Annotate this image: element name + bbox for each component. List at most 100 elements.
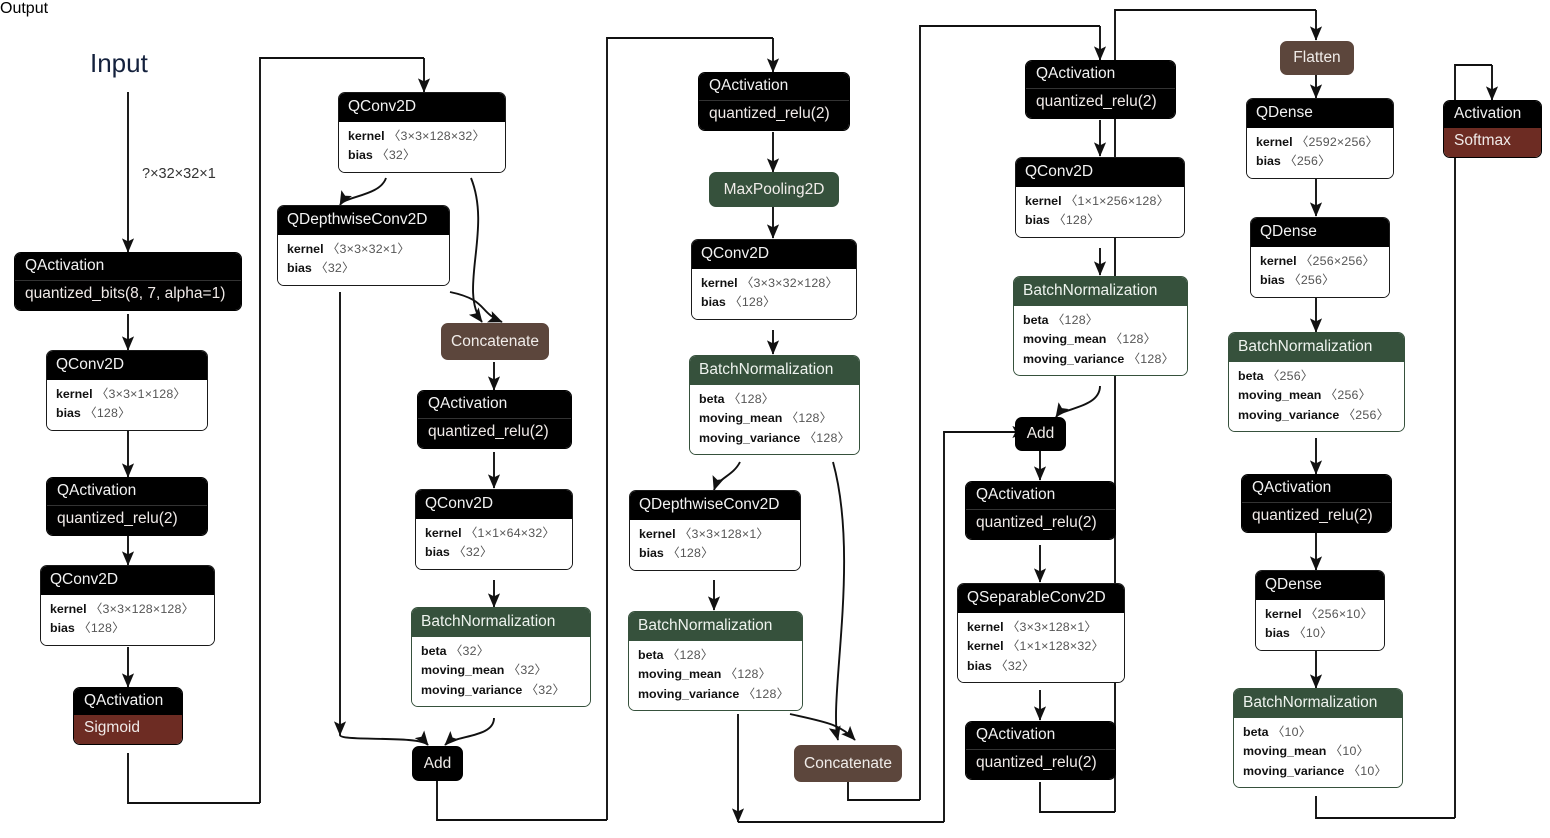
node-qactivation-relu-6[interactable]: QActivation quantized_relu(2) [965,721,1116,780]
param-name: bias [1260,273,1285,288]
node-subtype: Sigmoid [74,715,182,744]
node-qseparableconv2d[interactable]: QSeparableConv2D kernel 〈3×3×128×1〉 kern… [957,583,1125,683]
node-header: QActivation [418,391,571,419]
node-qactivation-quantized-bits[interactable]: QActivation quantized_bits(8, 7, alpha=1… [14,252,242,311]
param-name: moving_mean [1238,388,1322,403]
node-header: QDepthwiseConv2D [630,491,800,521]
param-row: kernel 〈256×10〉 [1265,605,1375,624]
param-name: beta [1238,369,1264,384]
node-batchnormalization-3[interactable]: BatchNormalization beta 〈128〉 moving_mea… [628,611,803,711]
param-name: bias [425,545,450,560]
node-header: QActivation [74,688,182,716]
node-qdepthwiseconv2d-1[interactable]: QDepthwiseConv2D kernel 〈3×3×32×1〉 bias … [277,205,450,286]
node-batchnormalization-6[interactable]: BatchNormalization beta 〈10〉 moving_mean… [1233,688,1403,788]
node-subtype: Softmax [1444,128,1541,157]
node-flatten[interactable]: Flatten [1280,41,1354,75]
param-row: kernel 〈3×3×128×128〉 [50,600,205,619]
node-batchnormalization-2[interactable]: BatchNormalization beta 〈128〉 moving_mea… [689,355,860,455]
param-name: bias [1256,154,1281,169]
param-row: moving_mean 〈128〉 [699,409,850,428]
param-dim: 〈128〉 [1127,351,1175,366]
param-row: bias 〈128〉 [701,293,847,312]
param-name: bias [639,546,664,561]
node-params: kernel 〈256×256〉 bias 〈256〉 [1251,247,1389,297]
param-dim: 〈128〉 [729,295,776,310]
node-subtype: quantized_relu(2) [1242,502,1391,532]
node-header: QDepthwiseConv2D [278,206,449,236]
node-maxpooling2d[interactable]: MaxPooling2D [709,172,839,207]
node-qactivation-relu-7[interactable]: QActivation quantized_relu(2) [1241,474,1392,533]
node-qconv2d-5[interactable]: QConv2D kernel 〈3×3×32×128〉 bias 〈128〉 [691,239,857,320]
param-dim: 〈3×3×128×32〉 [387,129,486,144]
param-dim: 〈2592×256〉 [1295,135,1379,150]
node-qdense-2[interactable]: QDense kernel 〈256×256〉 bias 〈256〉 [1250,217,1390,298]
param-name: moving_variance [1238,407,1340,422]
node-activation-softmax[interactable]: Activation Softmax [1443,100,1542,158]
param-name: moving_mean [638,667,722,682]
node-header: BatchNormalization [690,356,859,386]
node-qdense-1[interactable]: QDense kernel 〈2592×256〉 bias 〈256〉 [1246,98,1394,179]
node-add-1[interactable]: Add [412,746,463,781]
param-name: bias [56,406,81,421]
param-row: kernel 〈1×1×128×32〉 [967,637,1115,656]
node-qdense-3[interactable]: QDense kernel 〈256×10〉 bias 〈10〉 [1255,570,1385,651]
node-header: QDense [1251,218,1389,248]
param-row: kernel 〈1×1×256×128〉 [1025,192,1175,211]
param-name: kernel [425,526,462,541]
param-name: beta [699,392,725,407]
param-row: moving_variance 〈128〉 [699,429,850,448]
param-dim: 〈3×3×32×128〉 [740,276,839,291]
param-name: kernel [56,387,93,402]
node-qactivation-relu-3[interactable]: QActivation quantized_relu(2) [698,72,850,131]
node-batchnormalization-4[interactable]: BatchNormalization beta 〈128〉 moving_mea… [1013,276,1188,376]
param-row: moving_mean 〈256〉 [1238,386,1395,405]
param-row: beta 〈128〉 [638,646,793,665]
node-subtype: quantized_relu(2) [966,509,1115,539]
param-dim: 〈256〉 [1342,407,1390,422]
param-row: bias 〈32〉 [425,543,563,562]
node-qactivation-relu-2[interactable]: QActivation quantized_relu(2) [417,390,572,449]
node-batchnormalization-1[interactable]: BatchNormalization beta 〈32〉 moving_mean… [411,607,591,707]
param-dim: 〈32〉 [453,545,493,560]
node-qconv2d-3[interactable]: QConv2D kernel 〈3×3×128×32〉 bias 〈32〉 [338,92,506,173]
param-dim: 〈256〉 [1266,369,1314,384]
param-name: bias [967,658,992,673]
node-subtype: quantized_relu(2) [1026,88,1175,118]
node-qactivation-relu-5[interactable]: QActivation quantized_relu(2) [965,481,1116,540]
node-qconv2d-1[interactable]: QConv2D kernel 〈3×3×1×128〉 bias 〈128〉 [46,350,208,431]
node-params: kernel 〈3×3×32×128〉 bias 〈128〉 [692,269,856,319]
param-name: moving_variance [638,686,740,701]
param-dim: 〈3×3×1×128〉 [95,387,187,402]
param-row: kernel 〈3×3×32×1〉 [287,240,440,259]
param-dim: 〈128〉 [1051,313,1099,328]
node-params: kernel 〈3×3×128×1〉 bias 〈128〉 [630,520,800,570]
param-dim: 〈32〉 [507,663,548,678]
param-row: beta 〈32〉 [421,642,581,661]
node-header: QActivation [1026,61,1175,89]
node-concatenate-2[interactable]: Concatenate [794,745,902,782]
node-qconv2d-6[interactable]: QConv2D kernel 〈1×1×256×128〉 bias 〈128〉 [1015,157,1185,238]
node-params: kernel 〈1×1×64×32〉 bias 〈32〉 [416,519,572,569]
param-dim: 〈256〉 [1284,154,1331,169]
param-name: beta [1243,725,1269,740]
node-add-2[interactable]: Add [1015,417,1066,451]
node-params: kernel 〈1×1×256×128〉 bias 〈128〉 [1016,187,1184,237]
param-name: kernel [1025,194,1062,209]
node-concatenate-1[interactable]: Concatenate [441,323,549,360]
node-params: kernel 〈3×3×128×1〉 kernel 〈1×1×128×32〉 b… [958,613,1124,682]
node-qactivation-sigmoid[interactable]: QActivation Sigmoid [73,687,183,745]
node-batchnormalization-5[interactable]: BatchNormalization beta 〈256〉 moving_mea… [1228,332,1405,432]
node-qconv2d-2[interactable]: QConv2D kernel 〈3×3×128×128〉 bias 〈128〉 [40,565,215,646]
node-params: beta 〈128〉 moving_mean 〈128〉 moving_vari… [629,641,802,710]
node-header: QActivation [1242,475,1391,503]
param-row: bias 〈32〉 [967,657,1115,676]
param-row: kernel 〈3×3×32×128〉 [701,274,847,293]
node-qactivation-relu-1[interactable]: QActivation quantized_relu(2) [46,477,208,536]
node-qactivation-relu-4[interactable]: QActivation quantized_relu(2) [1025,60,1176,119]
param-name: bias [287,261,312,276]
node-qconv2d-4[interactable]: QConv2D kernel 〈1×1×64×32〉 bias 〈32〉 [415,489,573,570]
param-name: moving_mean [421,663,505,678]
param-row: bias 〈32〉 [348,146,496,165]
param-dim: 〈3×3×128×1〉 [1006,620,1098,635]
node-qdepthwiseconv2d-2[interactable]: QDepthwiseConv2D kernel 〈3×3×128×1〉 bias… [629,490,801,571]
